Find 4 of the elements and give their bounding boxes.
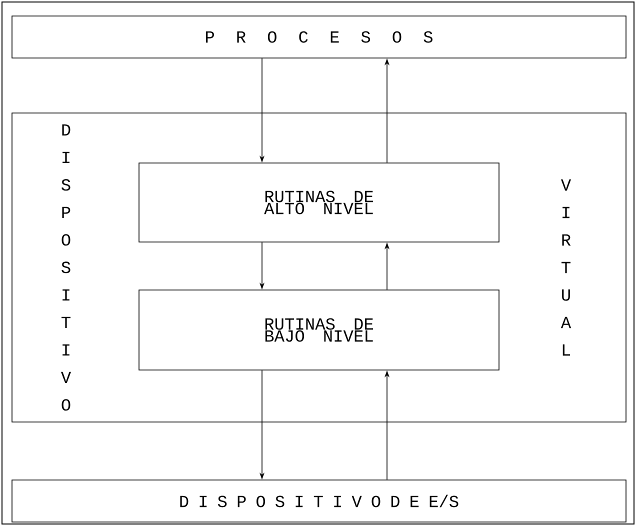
process-box: P R O C E S O S: [12, 16, 626, 58]
process-box: RUTINAS DE BAJO NIVEL: [138, 290, 500, 370]
process-box: D I S P O S I T I V O D E E/S: [12, 480, 626, 522]
process-box: RUTINAS DE ALTO NIVEL: [138, 162, 500, 242]
